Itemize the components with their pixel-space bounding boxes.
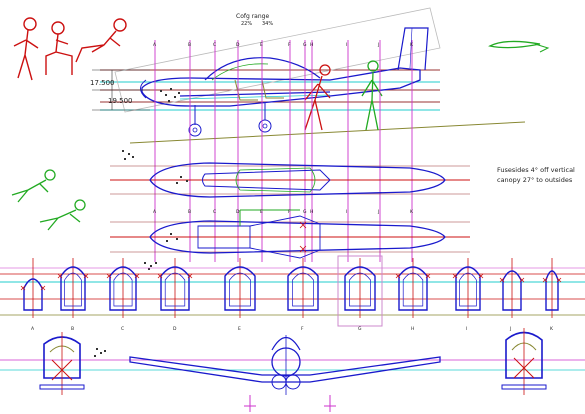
cross-sections: A B C D E F G H I J K xyxy=(0,255,585,332)
nose-wheel xyxy=(188,123,202,137)
vertical-fin xyxy=(397,27,429,71)
seat-rear xyxy=(261,79,284,99)
station-letter: C xyxy=(213,209,216,215)
station-lines xyxy=(154,40,413,262)
main-wheel xyxy=(258,119,272,133)
station-letter: A xyxy=(153,209,157,215)
section-letter: J xyxy=(509,326,511,332)
station-letter: K xyxy=(410,209,414,215)
fuselage-section: E xyxy=(224,258,256,332)
section-letter: I xyxy=(466,326,467,332)
cg-fwd-label: 22% xyxy=(241,21,252,27)
fuselage-section: K xyxy=(542,258,562,332)
hatching-dots xyxy=(160,88,180,102)
dimension-marks xyxy=(92,69,150,111)
main-wheel-hub xyxy=(262,123,268,129)
fuselage-outline xyxy=(141,67,421,107)
section-letter: A xyxy=(31,326,35,332)
cg-range-title: Cofg range xyxy=(236,13,269,20)
station-letter: E xyxy=(260,42,263,48)
fuselage-section: I xyxy=(452,258,484,332)
fuselage-section: B xyxy=(57,258,89,332)
ground-line xyxy=(129,121,526,144)
top-view xyxy=(110,162,470,198)
station-letter: G xyxy=(303,209,307,215)
fuselage-section: J xyxy=(499,258,525,332)
station-letter: B xyxy=(188,42,191,48)
section-letter: F xyxy=(301,326,304,332)
section-letter: G xyxy=(358,326,362,332)
station-letter: J xyxy=(377,42,379,48)
section-letter: D xyxy=(173,326,177,332)
section-letter: B xyxy=(71,326,74,332)
section-letter: H xyxy=(411,326,414,332)
station-letter: B xyxy=(188,209,191,215)
airfoil-sketch xyxy=(488,40,550,53)
section-letter: C xyxy=(121,326,124,332)
rudder-hinge xyxy=(409,27,413,69)
section-letter: E xyxy=(238,326,241,332)
green-seated-figures xyxy=(11,169,86,231)
spinner xyxy=(140,79,147,99)
note-line-2: canopy 27° to outsides xyxy=(497,176,573,184)
station-letter: E xyxy=(260,209,263,215)
station-letter: I xyxy=(346,209,347,215)
station-letter: D xyxy=(236,209,240,215)
station-letter: F xyxy=(288,42,291,48)
dim-upper: 17.500 xyxy=(90,79,115,87)
station-letter: I xyxy=(346,42,347,48)
red-figure xyxy=(304,64,331,131)
fuselage-section: A xyxy=(20,258,46,332)
station-letter: D xyxy=(236,42,240,48)
fuselage-section: C xyxy=(106,258,140,332)
noise-cluster xyxy=(94,150,157,357)
station-letter: C xyxy=(213,42,216,48)
dim-lower: 19.500 xyxy=(108,97,133,105)
station-letter: G xyxy=(303,42,307,48)
front-view xyxy=(0,328,585,412)
section-letter: K xyxy=(550,326,554,332)
canopy-inner xyxy=(211,63,269,81)
fuselage-section: G xyxy=(337,255,383,332)
seat-front xyxy=(234,79,258,101)
station-letter: F xyxy=(288,209,291,215)
station-letter: H xyxy=(310,42,313,48)
construction-frame xyxy=(114,7,441,113)
seated-figures xyxy=(13,17,127,81)
note-line-1: Fusesides 4° off vertical xyxy=(497,166,575,174)
fuselage-section: D xyxy=(157,258,193,332)
plan-view xyxy=(110,209,470,259)
station-letter: K xyxy=(410,42,414,48)
station-letter: J xyxy=(377,209,379,215)
fuselage-section: H xyxy=(395,258,431,332)
nose-wheel-hub xyxy=(192,127,198,133)
green-figure xyxy=(361,60,383,131)
cg-aft-label: 34% xyxy=(262,21,273,27)
canopy-outline xyxy=(204,57,321,81)
side-view xyxy=(100,7,526,144)
fuselage-section: F xyxy=(287,258,319,332)
station-letter: A xyxy=(153,42,157,48)
station-letter: H xyxy=(310,209,313,215)
x-marks xyxy=(299,221,307,253)
